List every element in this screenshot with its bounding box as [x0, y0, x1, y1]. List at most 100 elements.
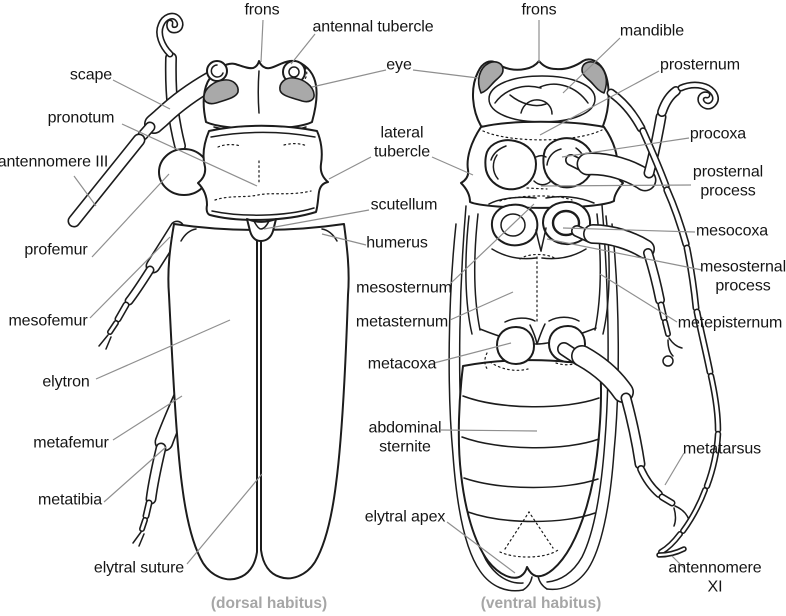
dorsal-beetle-illustration	[67, 12, 350, 581]
protarsus-claw-shape	[157, 14, 182, 56]
leader-humerus	[321, 233, 367, 246]
leader-procoxa	[561, 137, 690, 158]
label-eye: eye	[386, 56, 412, 74]
leader-eye-left	[311, 69, 387, 88]
claw-shape	[673, 507, 677, 527]
tubercle-detail	[210, 64, 224, 78]
label-elytral-apex: elytral apex	[364, 508, 446, 526]
leader-elytron	[95, 319, 231, 380]
label-antennal-tubercle: antennal tubercle	[312, 18, 434, 36]
mesosternal-process-notch	[535, 229, 542, 252]
eye-right-dorsal	[279, 77, 315, 103]
leader-antennomere-xi	[671, 555, 686, 570]
label-abdominal-sternite: abdominal sternite	[368, 419, 442, 455]
prosternal-process-dotted	[526, 187, 548, 190]
metacoxa-dotted	[489, 361, 529, 371]
pronotum-dotted-row	[217, 144, 242, 148]
mesosternal-process-notch	[540, 227, 547, 252]
label-metatibia: metatibia	[37, 491, 103, 509]
metasternum-line	[541, 248, 587, 260]
pronotum-dotted-wave	[214, 190, 312, 201]
antenna-segment	[659, 532, 682, 554]
claw-shape	[132, 531, 142, 544]
pygidium-dotted-triangle	[504, 510, 554, 550]
procoxa-detail	[492, 154, 499, 180]
antenna-segment	[681, 488, 707, 533]
antenna-segment	[709, 374, 720, 432]
label-humerus: humerus	[366, 234, 428, 252]
leader-antennomere-iii	[73, 175, 97, 207]
label-elytron: elytron	[42, 373, 90, 391]
elytron-left-shape	[167, 223, 258, 581]
pronotum-top-line	[210, 131, 316, 138]
label-scutellum: scutellum	[370, 196, 438, 214]
claw-shape	[662, 355, 674, 367]
metatarsus-shape	[638, 466, 662, 497]
antennomere-xi-shape	[657, 547, 686, 557]
metasternum-line	[491, 248, 537, 260]
mandible-line	[494, 85, 542, 104]
label-mesosternal-process: mesosternal process	[699, 258, 786, 294]
metatarsus-shape	[144, 501, 151, 518]
label-frons-dorsal: frons	[244, 1, 280, 19]
humerus-crease	[180, 228, 197, 242]
leader-metepisternum	[599, 273, 678, 323]
label-mesocoxa: mesocoxa	[695, 222, 769, 240]
abdomen-shape	[457, 359, 602, 579]
label-scape: scape	[69, 66, 113, 84]
elytral-apex-notch	[522, 576, 533, 591]
mouthparts-outline	[488, 75, 596, 123]
procoxa-detail	[490, 145, 507, 161]
leader-frons-dorsal	[260, 19, 264, 63]
label-mandible: mandible	[619, 22, 685, 40]
antenna-segment	[664, 187, 689, 247]
leader-mesofemur	[89, 236, 171, 319]
label-metatarsus: metatarsus	[682, 440, 762, 458]
metacoxa-left-shape	[496, 326, 535, 365]
claw-shape	[105, 336, 112, 350]
label-metepisternum: metepisternum	[677, 314, 783, 332]
prosternal-process-shape	[533, 180, 552, 186]
scutellum-shape	[246, 218, 277, 242]
tubercle-detail	[288, 66, 300, 78]
leader-scutellum	[263, 209, 370, 230]
label-lateral-tubercle: lateral tubercle	[373, 124, 431, 160]
pronotum-dotted-row	[283, 143, 308, 147]
metatibia-shape	[622, 394, 644, 468]
leader-metatibia	[103, 446, 167, 503]
leader-metafemur	[112, 395, 183, 441]
label-elytral-suture: elytral suture	[93, 559, 185, 577]
caption-ventral-habitus: (ventral habitus)	[480, 595, 602, 612]
sternite-line	[462, 395, 600, 408]
mesocoxa-detail	[551, 209, 581, 237]
leader-eye-right	[412, 69, 479, 79]
label-mesosternum: mesosternum	[356, 279, 452, 297]
leader-antennal-tubercle	[290, 33, 316, 65]
tubercle-dotted-arc	[301, 63, 308, 80]
sternite-line	[461, 436, 600, 449]
prosternal-process-shape	[535, 154, 547, 158]
leader-scape	[112, 79, 171, 110]
metafemur-shape	[572, 346, 633, 402]
claw-shape	[674, 505, 690, 521]
eye-left-dorsal	[203, 79, 239, 105]
metatarsus-shape	[660, 495, 674, 505]
mesocoxa-detail	[500, 213, 526, 237]
label-mesofemur: mesofemur	[8, 312, 88, 330]
mesotarsus-shape	[108, 321, 118, 334]
claw-shape	[98, 334, 109, 347]
eye-left-ventral	[477, 61, 504, 94]
elytron-edge	[546, 223, 620, 591]
metepisternum-strip	[474, 213, 481, 331]
mesotibia-shape	[644, 249, 664, 304]
leader-lateral-tubercle-left	[328, 156, 372, 180]
label-frons-ventral: frons	[521, 1, 557, 19]
leader-mandible	[562, 37, 621, 94]
leader-prosternum	[539, 70, 660, 136]
procoxa-left-shape	[484, 139, 537, 191]
mesosternum-dotted	[499, 195, 573, 202]
metacoxa-notch	[536, 323, 546, 345]
metasternum-dotted-arc	[519, 253, 557, 260]
